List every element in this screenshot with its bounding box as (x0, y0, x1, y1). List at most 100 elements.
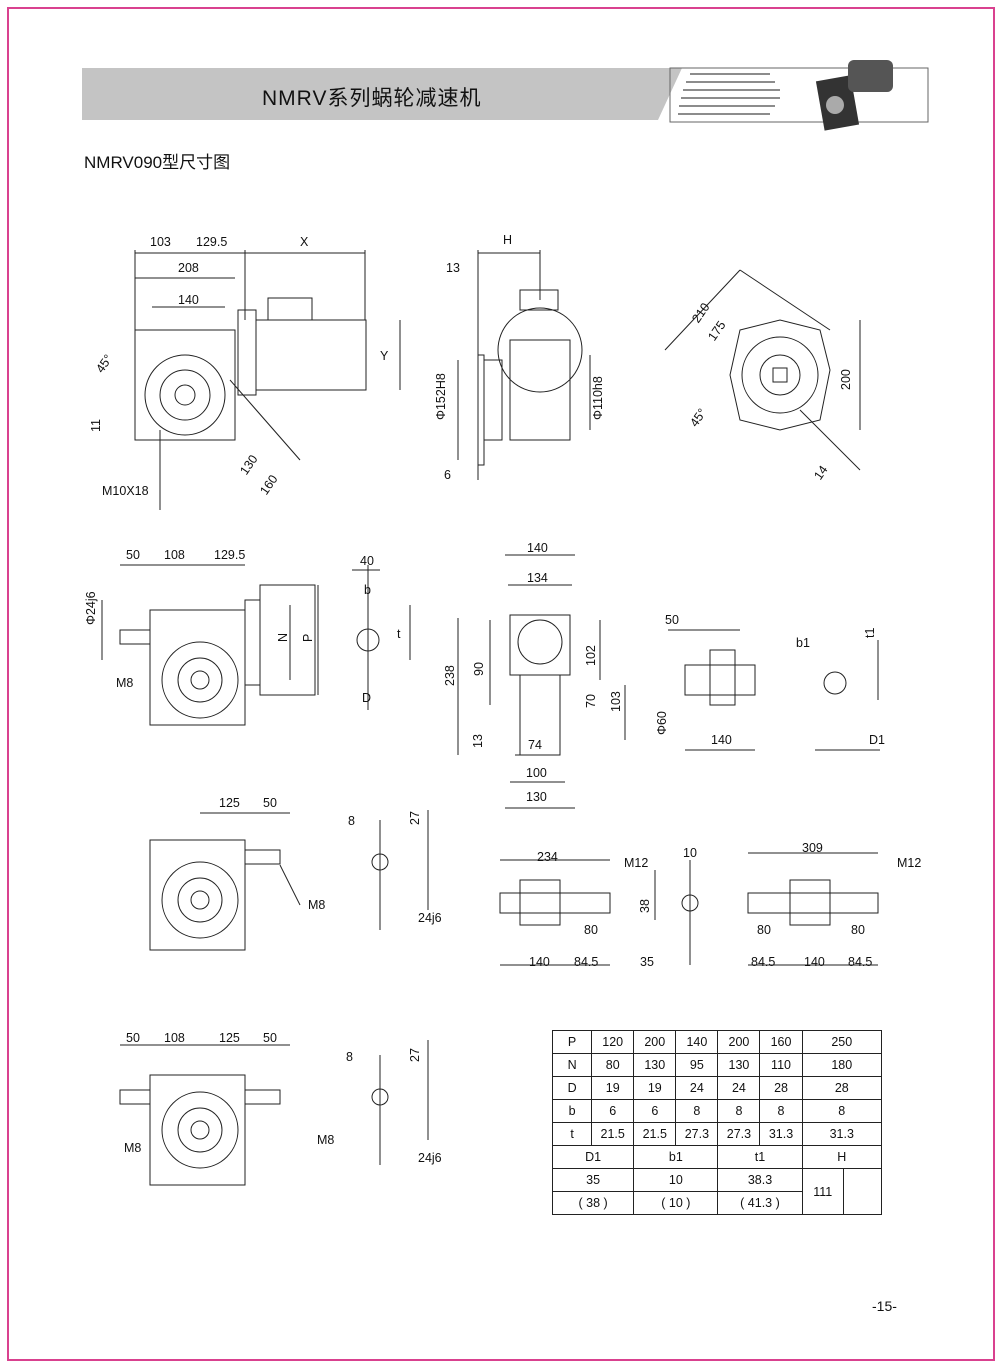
dim-label: 80 (851, 923, 865, 937)
table-cell: 31.3 (801, 1122, 883, 1146)
dim-label: M12 (624, 856, 649, 870)
dim-label: Φ110h8 (591, 376, 605, 420)
dim-label: 50 (126, 548, 140, 562)
dim-label: M8 (317, 1133, 335, 1147)
dim-label: 70 (584, 694, 598, 708)
table-row: ( 38 )( 10 )( 41.3 ) (551, 1191, 882, 1215)
dim-label: t (397, 627, 401, 641)
dim-label: 84.5 (574, 955, 599, 969)
table-cell: 10 (633, 1168, 719, 1192)
table-cell: ( 10 ) (633, 1191, 719, 1215)
dim-label: 27 (408, 811, 422, 825)
page-number: -15- (872, 1298, 897, 1314)
dim-label: 140 (804, 955, 825, 969)
header-decoration (669, 60, 929, 131)
table-cell: t1 (717, 1145, 803, 1169)
table-cell: H (801, 1145, 883, 1169)
gearbox-top-view (457, 554, 626, 809)
dim-label: 8 (346, 1050, 353, 1064)
dim-label: 6 (444, 468, 451, 482)
dim-label: 50 (263, 796, 277, 810)
dim-label: M10X18 (102, 484, 149, 498)
dim-label: 35 (640, 955, 654, 969)
dim-label: 125 (219, 796, 240, 810)
dim-label: 8 (348, 814, 355, 828)
page-border (7, 7, 995, 1361)
table-cell: 180 (801, 1053, 883, 1077)
dim-label: 24j6 (418, 1151, 442, 1165)
dim-label: 13 (446, 261, 460, 275)
table-cell (842, 1168, 883, 1215)
dim-label: 140 (529, 955, 550, 969)
table-cell: 21.5 (591, 1122, 635, 1146)
table-cell: 24 (717, 1076, 761, 1100)
dim-label: M8 (116, 676, 134, 690)
dim-label: Y (380, 349, 389, 363)
dim-label: N (276, 632, 290, 642)
gearbox-shaft-view-2 (149, 812, 301, 951)
dim-label: 200 (839, 369, 853, 390)
table-cell: 21.5 (633, 1122, 677, 1146)
dim-label: 309 (802, 841, 823, 855)
table-cell: 6 (633, 1099, 677, 1123)
dim-label: Φ152H8 (434, 373, 448, 420)
dim-label: 103 (150, 235, 171, 249)
table-cell: 130 (633, 1053, 677, 1077)
hollow-shaft-section (815, 640, 880, 751)
dim-label: Φ60 (655, 711, 669, 735)
dim-label: 84.5 (751, 955, 776, 969)
dim-label: 125 (219, 1031, 240, 1045)
dim-label: 134 (527, 571, 548, 585)
gearbox-motor-front-view (134, 250, 401, 510)
dim-label: 24j6 (418, 911, 442, 925)
gearbox-side-view (457, 250, 591, 480)
table-cell: 8 (675, 1099, 719, 1123)
dim-label: 11 (89, 419, 103, 432)
dim-label: 238 (443, 665, 457, 686)
gearbox-double-shaft-view (119, 1044, 290, 1186)
table-cell: 140 (675, 1030, 719, 1054)
dim-label: 10 (683, 846, 697, 860)
table-cell: 250 (801, 1030, 883, 1054)
table-cell: 200 (717, 1030, 761, 1054)
flange-view (664, 269, 861, 471)
table-cell: 8 (759, 1099, 803, 1123)
table-cell: 110 (759, 1053, 803, 1077)
double-shaft-top-view-1 (499, 859, 611, 966)
dim-label: 74 (528, 738, 542, 752)
dim-label: 90 (472, 662, 486, 676)
dim-label: 40 (360, 554, 374, 568)
dim-label: 140 (178, 293, 199, 307)
table-cell: 24 (675, 1076, 719, 1100)
dim-label: 38 (638, 899, 652, 913)
dim-label: M8 (308, 898, 326, 912)
dim-label: 103 (609, 691, 623, 712)
dim-label: D (362, 691, 372, 705)
table-cell: 8 (801, 1099, 883, 1123)
dim-label: b (364, 583, 371, 597)
shaft-section-24j6-2 (371, 1040, 429, 1165)
dim-label: 27 (408, 1048, 422, 1062)
dim-label: 129.5 (214, 548, 246, 562)
double-shaft-top-view-2 (747, 852, 879, 966)
table-cell: 27.3 (675, 1122, 719, 1146)
shaft-section-12 (654, 860, 699, 965)
table-cell: 28 (759, 1076, 803, 1100)
table-cell: 38.3 (717, 1168, 803, 1192)
table-cell: 35 (551, 1168, 635, 1192)
dim-label: 84.5 (848, 955, 873, 969)
dim-label: 208 (178, 261, 199, 275)
page-header-title: NMRV系列蜗轮减速机 (262, 87, 482, 110)
table-cell: 28 (801, 1076, 883, 1100)
dim-label: 108 (164, 1031, 185, 1045)
table-cell: 19 (633, 1076, 677, 1100)
table-cell: N (551, 1053, 593, 1077)
table-cell: 130 (717, 1053, 761, 1077)
